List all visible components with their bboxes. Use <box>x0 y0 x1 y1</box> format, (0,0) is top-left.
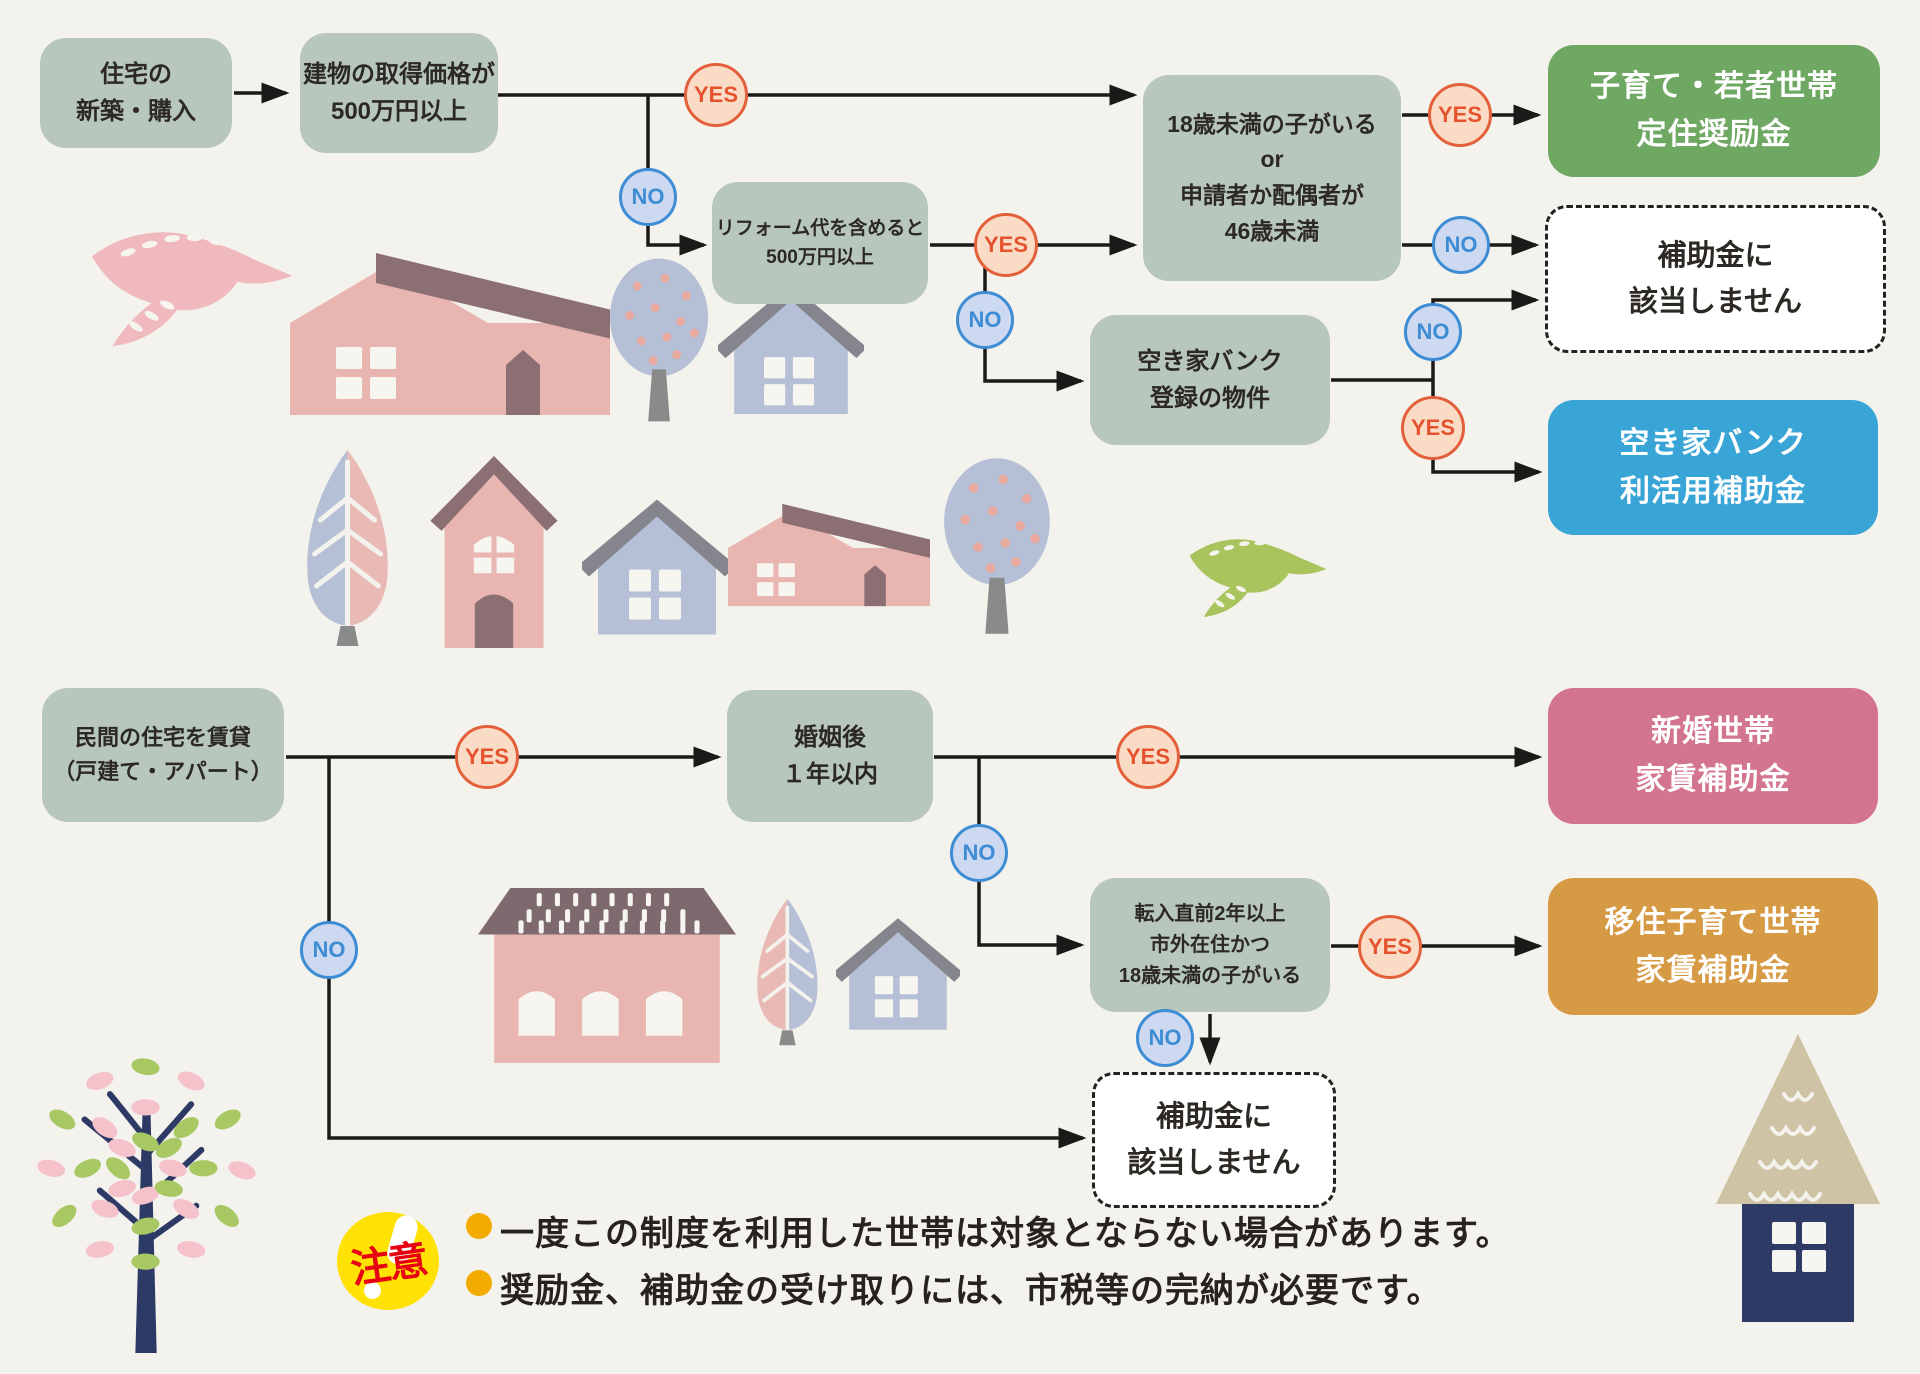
node-child-or-age: 18歳未満の子がいる or 申請者か配偶者が 46歳未満 <box>1143 75 1401 281</box>
yes-badge: YES <box>1401 396 1465 460</box>
no-badge: NO <box>1136 1009 1194 1067</box>
tree-icon <box>944 458 1050 634</box>
node-rental-start: 民間の住宅を賃貸 （戸建て・アパート） <box>42 688 284 822</box>
yes-badge: YES <box>1428 83 1492 147</box>
arrow-reform-no-to-akiya <box>983 245 1085 392</box>
yes-badge: YES <box>1358 915 1422 979</box>
house-illustration <box>1716 1034 1880 1322</box>
no-badge: NO <box>956 291 1014 349</box>
no-badge: NO <box>300 921 358 979</box>
exclamation-dot-icon <box>364 1282 381 1299</box>
node-housing-start: 住宅の 新築・購入 <box>40 38 232 148</box>
no-badge: NO <box>1404 303 1462 361</box>
bullet-icon <box>466 1213 492 1239</box>
bird-icon <box>1189 539 1327 617</box>
yes-badge: YES <box>1116 725 1180 789</box>
house-illustration <box>478 888 736 1063</box>
node-reform-price: リフォーム代を含めると 500万円以上 <box>712 182 928 304</box>
arrow-price-no-to-reform <box>646 95 708 256</box>
result-akiya-subsidy: 空き家バンク 利活用補助金 <box>1548 400 1878 535</box>
arrow-marriage-no <box>977 757 1085 956</box>
bird-icon <box>92 232 293 347</box>
notice-line: 一度この制度を利用した世帯は対象とならない場合があります。 <box>500 1215 1511 1253</box>
house-illustration <box>430 456 558 648</box>
notice-line: 奨励金、補助金の受け取りには、市税等の完納が必要です。 <box>500 1272 1442 1310</box>
no-badge: NO <box>950 824 1008 882</box>
house-illustration <box>290 253 610 415</box>
no-badge: NO <box>1432 216 1490 274</box>
node-building-price: 建物の取得価格が 500万円以上 <box>300 33 498 153</box>
tree-icon <box>757 898 818 1046</box>
tree-icon <box>37 1058 256 1353</box>
house-illustration <box>836 918 960 1030</box>
yes-badge: YES <box>974 213 1038 277</box>
result-not-eligible-top: 補助金に 該当しません <box>1545 205 1886 353</box>
node-moved-in-condition: 転入直前2年以上 市外在住かつ 18歳未満の子がいる <box>1090 878 1330 1012</box>
caution-badge-label: 注意 <box>347 1237 430 1293</box>
yes-badge: YES <box>455 725 519 789</box>
tree-icon <box>609 258 709 422</box>
bullet-icon <box>466 1270 492 1296</box>
no-badge: NO <box>619 168 677 226</box>
result-not-eligible-bottom: 補助金に 該当しません <box>1092 1072 1336 1208</box>
house-illustration <box>582 499 732 635</box>
node-akiya-bank-property: 空き家バンク 登録の物件 <box>1090 315 1330 445</box>
house-illustration <box>728 503 930 607</box>
result-kosodate-grant: 子育て・若者世帯 定住奨励金 <box>1548 45 1880 177</box>
result-newlywed-subsidy: 新婚世帯 家賃補助金 <box>1548 688 1878 824</box>
arrow-rent-no <box>327 757 1087 1149</box>
caution-badge: 注意 <box>337 1212 439 1310</box>
result-iju-kosodate-subsidy: 移住子育て世帯 家賃補助金 <box>1548 878 1878 1015</box>
yes-badge: YES <box>684 63 748 127</box>
node-within-one-year-marriage: 婚姻後 １年以内 <box>727 690 933 822</box>
tree-icon <box>307 450 388 646</box>
